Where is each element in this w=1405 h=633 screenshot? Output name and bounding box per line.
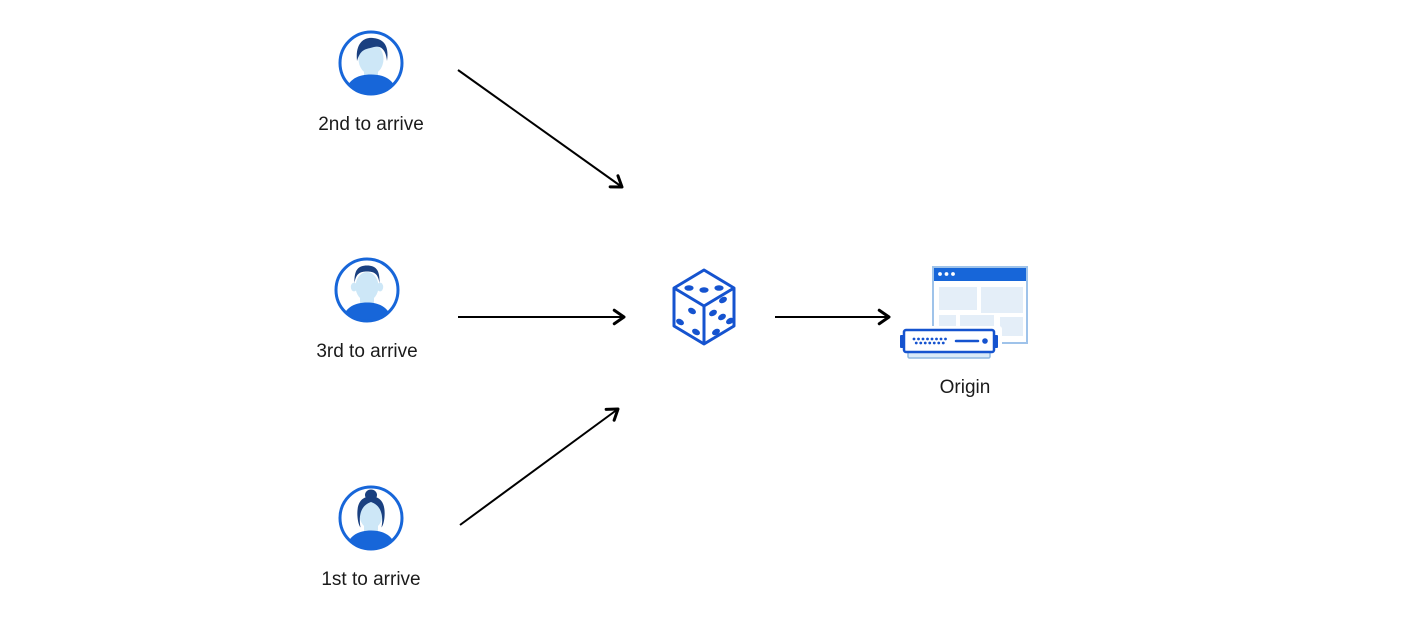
origin-label: Origin <box>939 377 991 398</box>
server-icon <box>900 326 1002 360</box>
user-female-avatar-icon <box>338 485 404 551</box>
node-origin: Origin <box>885 262 1045 400</box>
arrow-visitor-bottom-to-randomizer <box>459 407 620 526</box>
user-male-avatar-icon <box>338 30 404 96</box>
node-visitor-bottom: 1st to arrive <box>291 485 451 592</box>
node-randomizer <box>668 266 740 348</box>
dice-icon <box>672 268 736 346</box>
node-visitor-top: 2nd to arrive <box>291 30 451 137</box>
visitor-middle-label: 3rd to arrive <box>316 341 418 362</box>
user-male-avatar-icon <box>334 257 400 323</box>
visitor-top-label: 2nd to arrive <box>318 114 424 135</box>
arrow-visitor-top-to-randomizer <box>457 69 624 189</box>
node-visitor-middle: 3rd to arrive <box>287 257 447 364</box>
origin-server-browser-icon <box>900 266 1028 360</box>
visitor-bottom-label: 1st to arrive <box>321 569 421 590</box>
